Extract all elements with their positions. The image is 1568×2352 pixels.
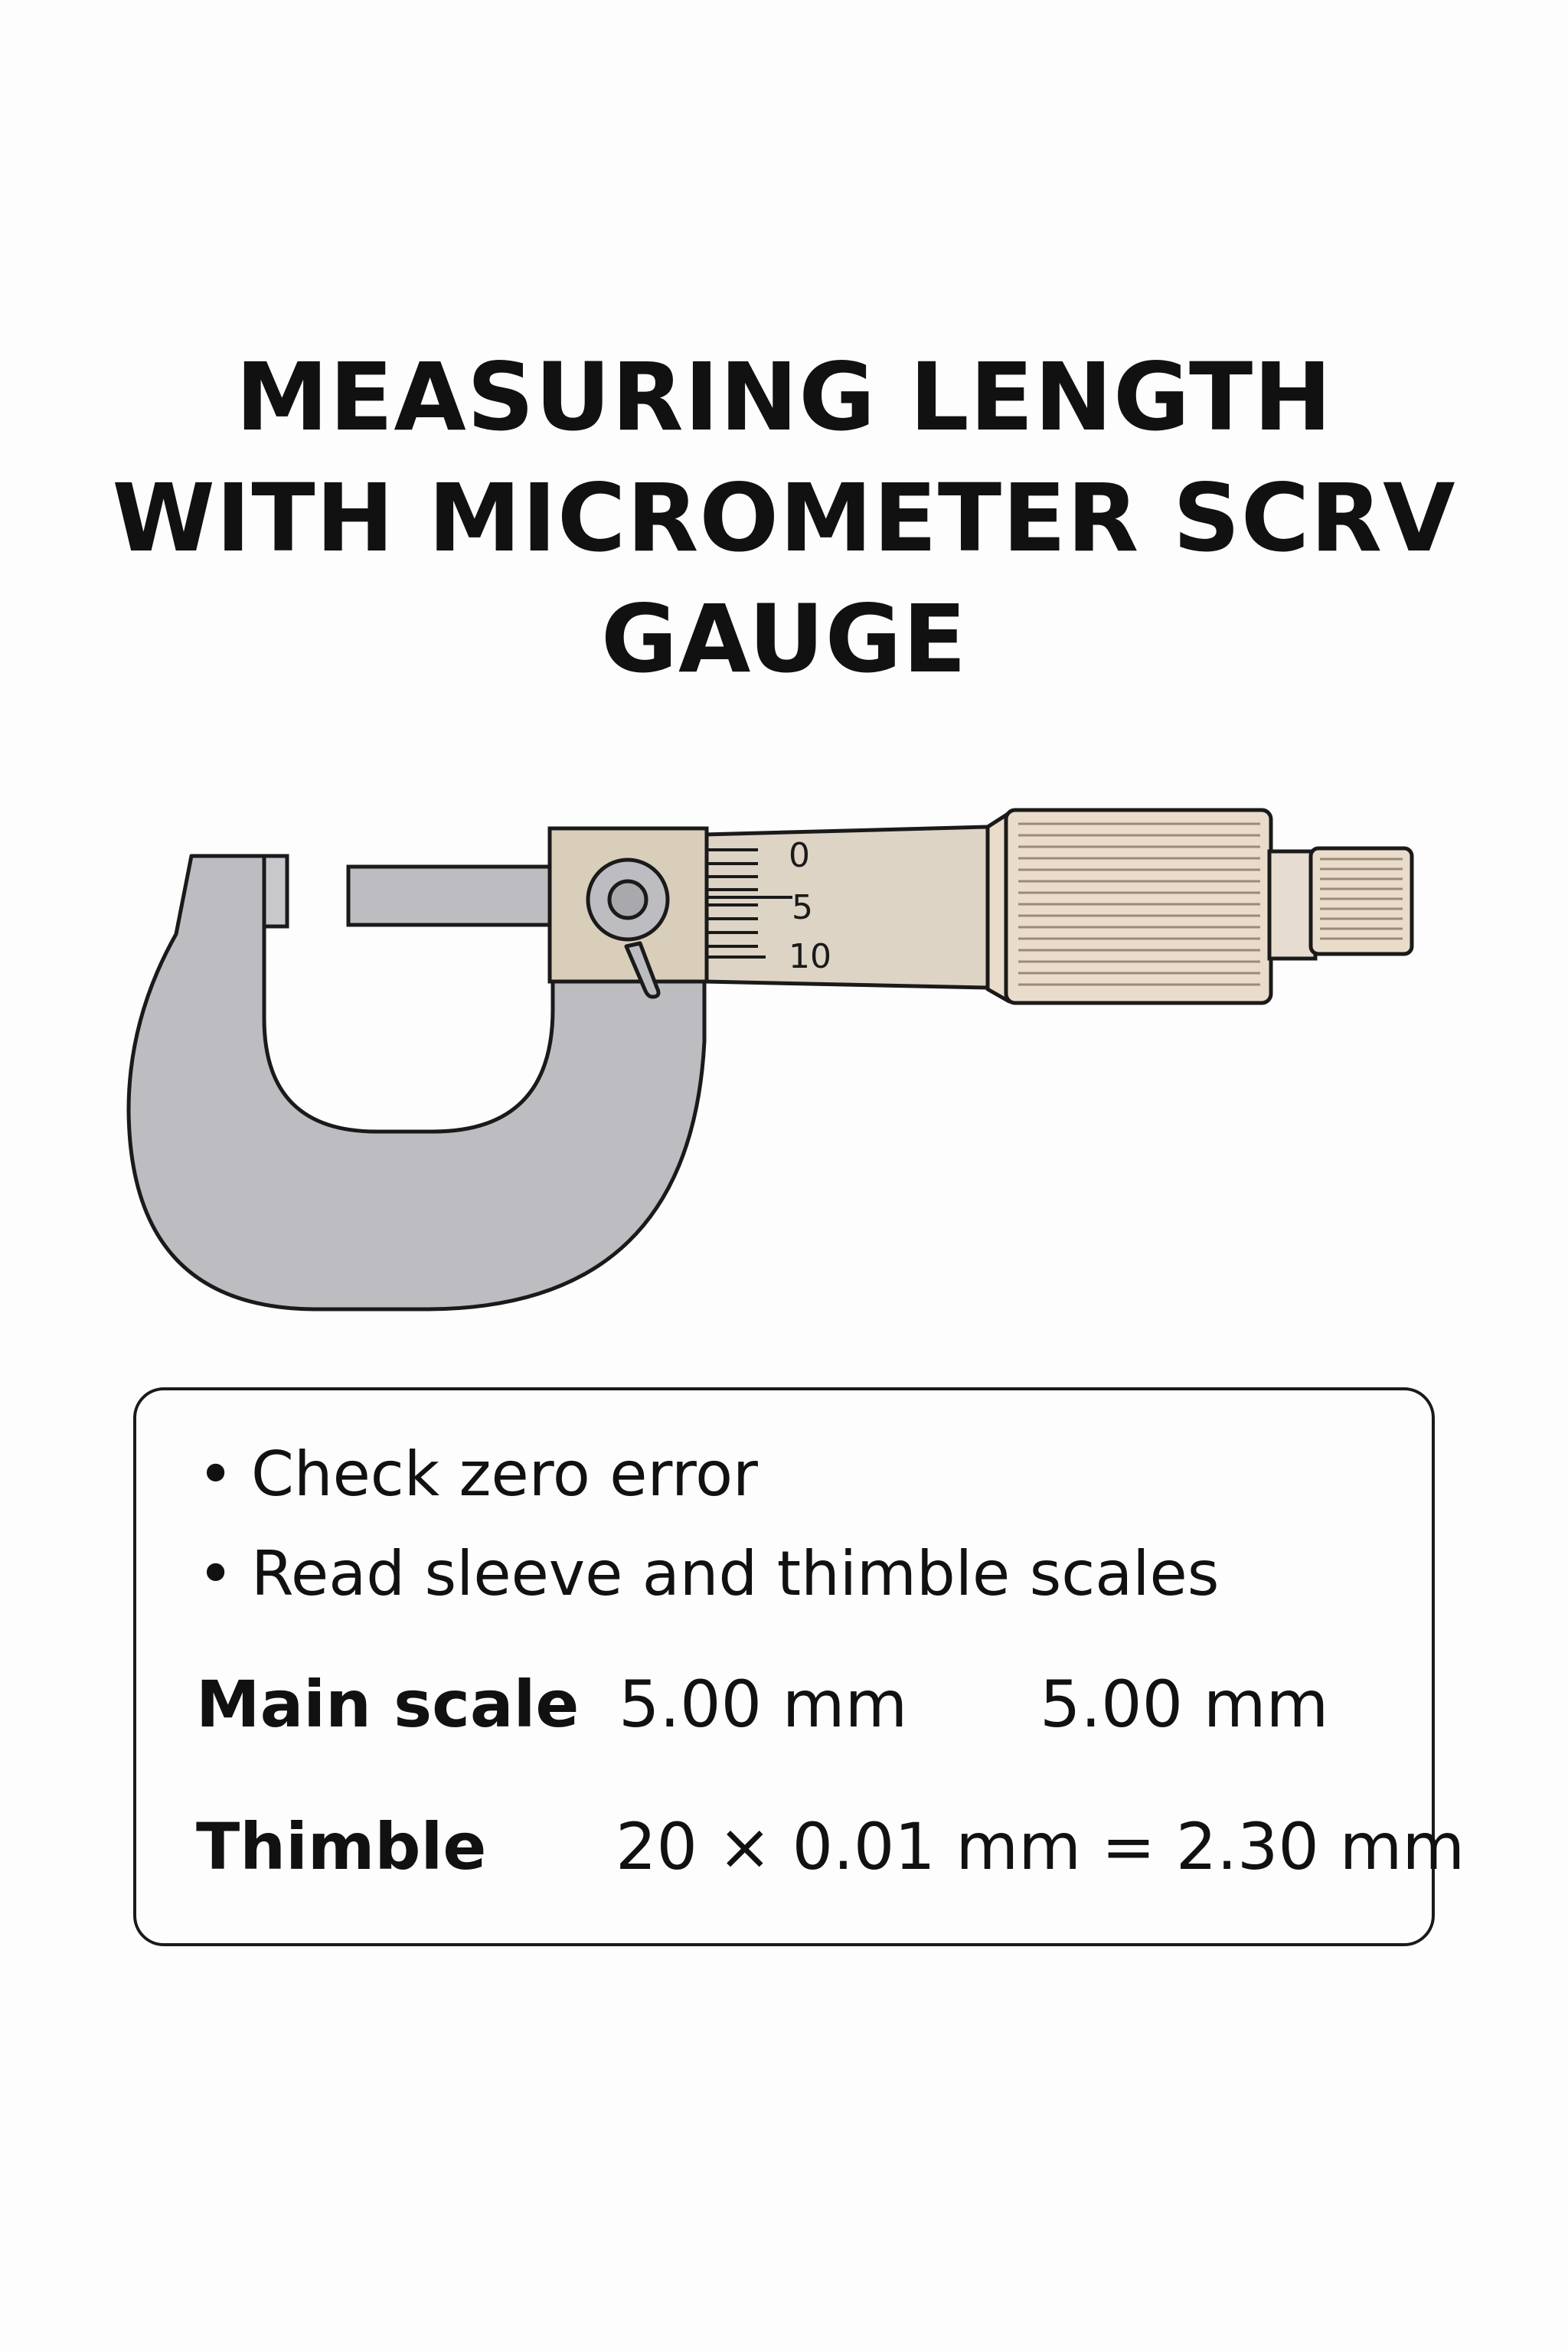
thimble-value: 20 × 0.01 mm = 2.30 mm (616, 1809, 1465, 1884)
anvil (262, 854, 289, 929)
title-line-2: WITH MICROMETER SCRV (112, 464, 1456, 573)
thimble (985, 808, 1273, 1005)
sleeve-scale (708, 848, 792, 959)
ratchet-shaft (1267, 849, 1318, 961)
micrometer-frame (126, 854, 707, 1312)
sleeve-label-0: 0 (789, 836, 810, 875)
step-item: •Check zero error (198, 1438, 758, 1511)
title-line-3: GAUGE (600, 585, 968, 694)
bullet-icon: • (198, 1538, 234, 1609)
ratchet-knob (1308, 846, 1414, 956)
thimble-label: Thimble (196, 1809, 487, 1884)
title-line-1: MEASURING LENGTH (235, 343, 1333, 452)
step-item: •Read sleeve and thimble scales (198, 1537, 1219, 1611)
step-text: Check zero error (251, 1439, 758, 1510)
sleeve-label-10: 10 (789, 937, 831, 976)
sleeve-label-5: 5 (792, 888, 813, 927)
main-scale-value-repeat: 5.00 mm (1040, 1667, 1329, 1742)
page-title: MEASURING LENGTH WITH MICROMETER SCRV GA… (0, 337, 1568, 700)
main-scale-label: Main scale (196, 1667, 580, 1742)
micrometer-diagram: 0 5 10 (126, 808, 1414, 1312)
bullet-icon: • (198, 1439, 234, 1510)
main-scale-value: 5.00 mm (619, 1667, 908, 1742)
step-text: Read sleeve and thimble scales (251, 1538, 1220, 1609)
lock-ring-icon (586, 858, 670, 999)
spindle (346, 864, 557, 927)
reading-card: •Check zero error •Read sleeve and thimb… (133, 1387, 1465, 1946)
